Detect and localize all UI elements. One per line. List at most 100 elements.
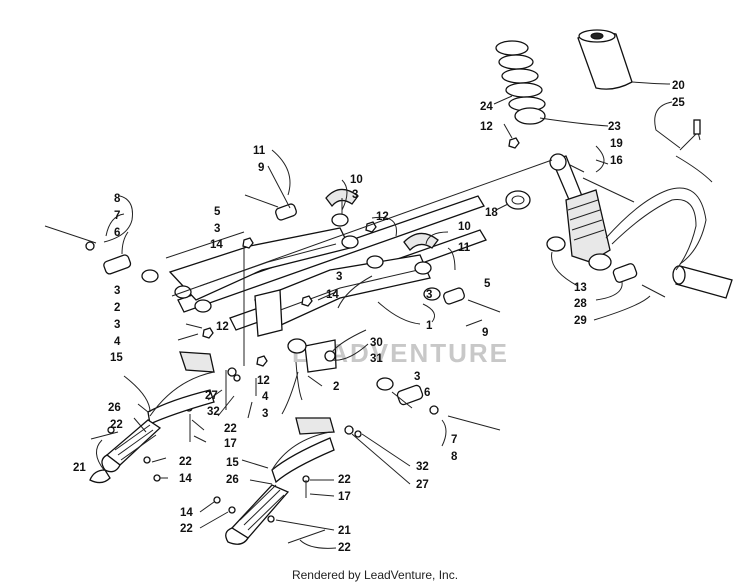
callout-label: 14 (210, 239, 223, 251)
callout-label: 22 (338, 474, 351, 486)
callout-label: 26 (226, 474, 239, 486)
bolt-16 (582, 177, 635, 203)
bushing-3-g (414, 261, 432, 275)
washer-30 (324, 350, 336, 362)
strap-15-lower (271, 431, 331, 471)
callout-label: 4 (262, 391, 269, 403)
callout-label: 6 (114, 227, 120, 239)
callout-label: 12 (216, 321, 229, 333)
callout-label: 22 (179, 456, 192, 468)
callout-label: 17 (338, 491, 351, 503)
callout-label: 3 (214, 223, 220, 235)
runner-26-upper (147, 389, 215, 425)
shock-eye (588, 253, 612, 271)
callout-label: 29 (574, 315, 587, 327)
callout-label: 3 (352, 189, 358, 201)
runner-26-lower (271, 437, 335, 484)
reservoir-hose-2 (611, 199, 697, 271)
callout-labels: 1 2 2 3 3 3 3 3 3 3 3 4 4 5 5 6 6 7 7 8 … (73, 80, 685, 554)
bushing-5-upper (275, 203, 297, 221)
tread-left (89, 419, 162, 484)
callout-label: 22 (338, 542, 351, 554)
callout-label: 11 (253, 145, 266, 157)
bushing-3-f (366, 255, 384, 269)
pin-29 (641, 284, 666, 298)
hanger-block-right (304, 339, 337, 373)
callout-label: 2 (333, 381, 339, 393)
nut-32-b (354, 430, 362, 438)
bolt-9-upper (244, 194, 279, 208)
nut-12-a (365, 221, 377, 233)
callout-label: 14 (180, 507, 193, 519)
bushing-3-a (141, 269, 159, 283)
nut-12-b (202, 327, 214, 339)
washer-7-upper (85, 241, 95, 251)
coil-spring (495, 40, 546, 112)
callout-label: 1 (426, 320, 433, 332)
nut-22-a (107, 426, 115, 434)
callout-label: 3 (414, 371, 420, 383)
callout-label: 3 (114, 319, 120, 331)
bolt-9-lower (467, 299, 501, 313)
strap-15-upper (149, 371, 215, 417)
callout-label: 15 (110, 352, 123, 364)
nut-14-c (153, 474, 161, 482)
cross-shaft (177, 195, 485, 313)
callout-label: 20 (672, 80, 685, 92)
shock-top-eye (549, 153, 567, 171)
reservoir-hose (605, 187, 707, 265)
callout-label: 7 (114, 210, 120, 222)
shaft-cap-lower (403, 232, 439, 251)
callout-label: 3 (114, 285, 120, 297)
callout-label: 32 (207, 406, 220, 418)
callout-label: 9 (482, 327, 488, 339)
callout-label: 12 (376, 211, 389, 223)
bolt-21-lower (287, 529, 326, 544)
nut-12-c (508, 137, 520, 149)
callout-label: 24 (480, 101, 493, 113)
shaft-cap-upper (325, 188, 359, 208)
callout-label: 10 (350, 174, 363, 186)
bushing-3-d (331, 213, 349, 227)
callout-label: 12 (257, 375, 270, 387)
nut-22-e (267, 515, 275, 523)
callout-label: 3 (262, 408, 268, 420)
bushing-3-e (341, 235, 359, 249)
bushing-6-upper (103, 254, 132, 275)
callout-label: 3 (426, 289, 432, 301)
callout-label: 6 (424, 387, 430, 399)
callout-label: 22 (224, 423, 237, 435)
callout-label: 14 (179, 473, 192, 485)
parts-artwork (44, 29, 733, 545)
bushing-3-h (376, 377, 394, 391)
sensor-plug (693, 119, 701, 135)
bolt-21-upper (90, 431, 119, 440)
callout-label: 23 (608, 121, 621, 133)
callout-label: 4 (114, 336, 121, 348)
leader-lines (96, 81, 681, 549)
callout-label: 25 (672, 97, 685, 109)
bolt-8-upper (44, 225, 97, 244)
callout-label: 11 (458, 242, 471, 254)
callout-label: 5 (484, 278, 491, 290)
bushing-13 (546, 236, 566, 252)
callout-label: 27 (205, 390, 218, 402)
callout-label: 28 (574, 298, 587, 310)
nut-14-d (213, 496, 221, 504)
callout-label: 3 (336, 271, 342, 283)
callout-label: 22 (180, 523, 193, 535)
bushing-3-c (194, 299, 212, 313)
tread-right (225, 484, 290, 545)
nut-22-d (228, 506, 236, 514)
callout-label: 32 (416, 461, 429, 473)
callout-label: 7 (451, 434, 457, 446)
foot-plate-upper (179, 351, 215, 373)
nut-32-a (233, 374, 241, 382)
foot-plate-lower (295, 417, 335, 435)
nut-12-d (256, 355, 268, 367)
callout-label: 14 (326, 289, 339, 301)
nut-14-a (242, 237, 254, 249)
callout-label: 30 (370, 337, 383, 349)
nut-22-c (143, 456, 151, 464)
